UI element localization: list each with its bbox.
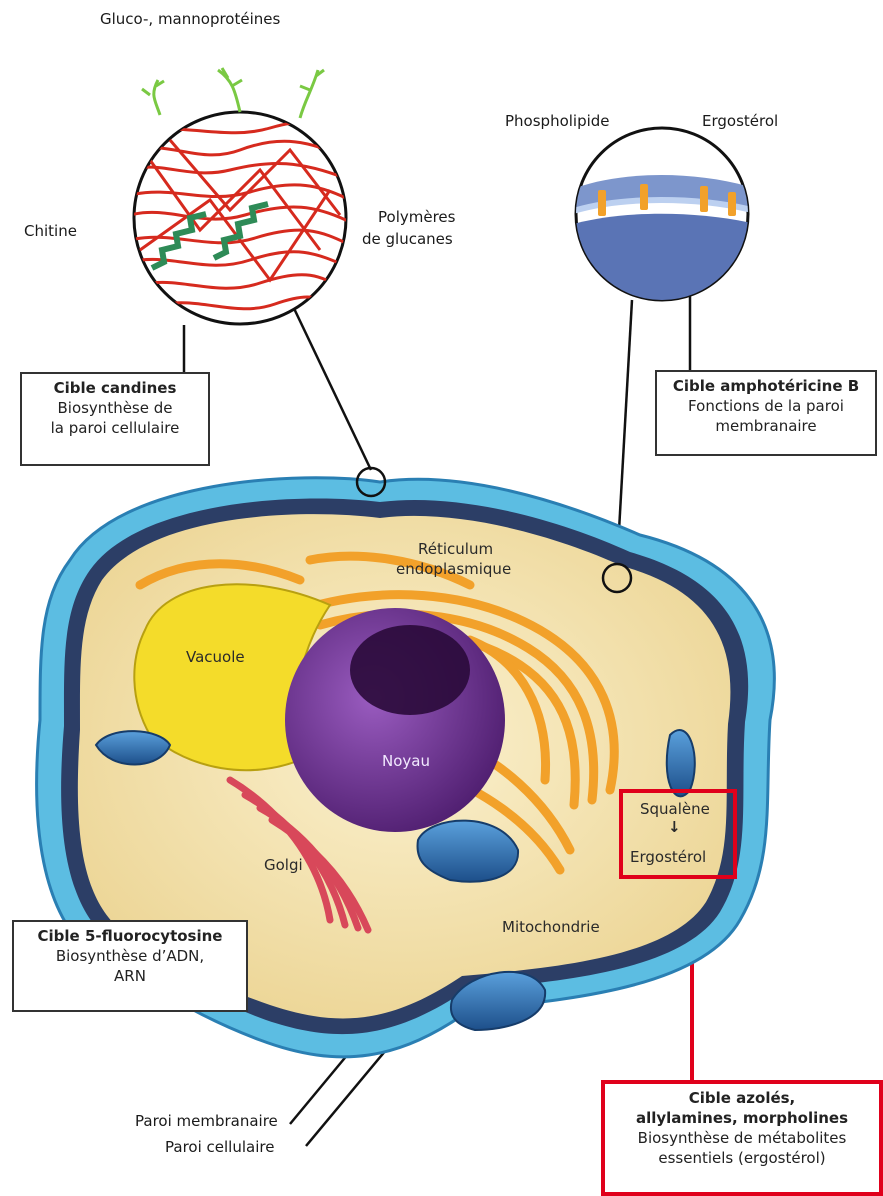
fluorocytosine-line1: Biosynthèse d’ADN,: [20, 946, 240, 966]
azoles-line2: essentiels (ergostérol): [611, 1148, 873, 1168]
polymeres-label-2: de glucanes: [362, 230, 453, 249]
azoles-target-box: Cible azolés, allylamines, morpholines B…: [601, 1080, 883, 1196]
phospholipide-label: Phospholipide: [505, 112, 610, 131]
fluorocytosine-title: Cible 5-fluorocytosine: [20, 926, 240, 946]
cell-wall-magnified-circle: [130, 68, 350, 324]
fluorocytosine-line2: ARN: [20, 966, 240, 986]
membrane-magnified-circle: [570, 128, 760, 300]
chitine-label: Chitine: [24, 222, 77, 241]
candines-title: Cible candines: [28, 378, 202, 398]
vacuole-label: Vacuole: [186, 648, 245, 666]
polymeres-label-1: Polymères: [378, 208, 455, 227]
amphotericine-target-box: Cible amphotéricine B Fonctions de la pa…: [655, 370, 877, 456]
paroi-membranaire-label: Paroi membranaire: [135, 1112, 278, 1131]
pathway-arrow: ↓: [668, 818, 681, 836]
candines-line2: la paroi cellulaire: [28, 418, 202, 438]
candines-line1: Biosynthèse de: [28, 398, 202, 418]
reticulum-label-2: endoplasmique: [396, 560, 511, 578]
mitochondrie-label: Mitochondrie: [502, 918, 600, 936]
amphotericine-line1: Fonctions de la paroi: [663, 396, 869, 416]
candines-target-box: Cible candines Biosynthèse de la paroi c…: [20, 372, 210, 466]
squalene-label: Squalène: [640, 800, 710, 818]
noyau-label: Noyau: [382, 752, 430, 770]
fluorocytosine-target-box: Cible 5-fluorocytosine Biosynthèse d’ADN…: [12, 920, 248, 1012]
amphotericine-title: Cible amphotéricine B: [663, 376, 869, 396]
azoles-title-1: Cible azolés,: [611, 1088, 873, 1108]
azoles-line1: Biosynthèse de métabolites: [611, 1128, 873, 1148]
ergosterol-top-label: Ergostérol: [702, 112, 778, 131]
azoles-title-2: allylamines, morpholines: [611, 1108, 873, 1128]
reticulum-label-1: Réticulum: [418, 540, 493, 558]
ergosterol-cell-label: Ergostérol: [630, 848, 706, 866]
mannoprotein-chains: [142, 68, 324, 118]
glyco-label: Gluco-, mannoprotéines: [100, 10, 280, 29]
paroi-cellulaire-label: Paroi cellulaire: [165, 1138, 274, 1157]
golgi-label: Golgi: [264, 856, 303, 874]
amphotericine-line2: membranaire: [663, 416, 869, 436]
